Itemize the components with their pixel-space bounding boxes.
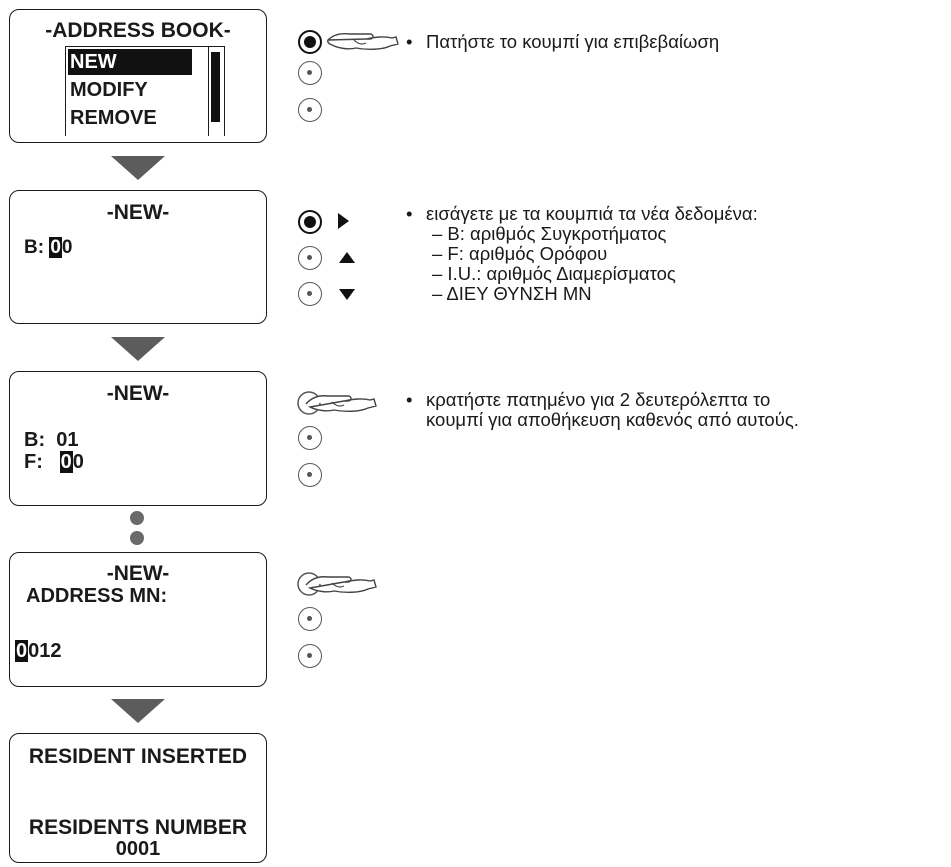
lcd-screen-new-address: -NEW- ADDRESS MN: 0012 (9, 552, 267, 687)
instruction-item-iu: – I.U.: αριθμός Διαμερίσματος (432, 263, 676, 284)
b-field: B: 01 (24, 429, 78, 452)
button-icon[interactable] (298, 644, 322, 668)
instruction-step-3: • κρατήστε πατημένο για 2 δευτερόλεπτα τ… (406, 389, 799, 430)
triangle-right-icon (338, 213, 349, 229)
b-digit: 0 (61, 237, 73, 258)
button-icon[interactable] (298, 607, 322, 631)
instruction-item-address: – ΔΙΕΥ ΘΥΝΣΗ MN (432, 283, 592, 304)
lcd-screen-resident-inserted: RESIDENT INSERTED RESIDENTS NUMBER 0001 (9, 733, 267, 863)
pointing-hand-icon (327, 32, 399, 51)
screen-title: -ADDRESS BOOK- (45, 19, 231, 42)
f-digit: 0 (72, 451, 84, 473)
button-icon[interactable] (298, 98, 322, 122)
instruction-intro: εισάγετε με τα κουμπιά τα νέα δεδομένα: (426, 203, 758, 224)
residents-number-label: RESIDENTS NUMBER (28, 816, 248, 839)
b-field: B: 00 (24, 237, 73, 259)
lcd-screen-new-bf: -NEW- B: 01 F: 00 (9, 371, 267, 506)
instruction-text: Πατήστε το κουμπί για επιβεβαίωση (426, 31, 720, 52)
arrow-down-icon (111, 156, 165, 180)
triangle-down-icon (339, 289, 355, 300)
button-icon[interactable] (298, 246, 322, 270)
triangle-up-icon (339, 252, 355, 263)
scrollbar-thumb (211, 52, 220, 122)
instruction-step-1: • Πατήστε το κουμπί για επιβεβαίωση (406, 31, 720, 52)
continuation-dot (130, 511, 144, 525)
bullet-icon: • (406, 31, 413, 52)
bullet-icon: • (406, 203, 413, 224)
menu-item-modify[interactable]: MODIFY (70, 79, 148, 101)
f-label: F: (24, 451, 43, 473)
address-label: ADDRESS MN: (26, 585, 168, 607)
screen-title: -NEW- (106, 201, 170, 224)
arrow-down-icon (111, 699, 165, 723)
menu-item-new[interactable]: NEW (68, 49, 192, 75)
screen-title: -NEW- (106, 562, 170, 585)
continuation-dot (130, 531, 144, 545)
pressed-button-icon[interactable] (298, 210, 322, 234)
screen-title: -NEW- (106, 382, 170, 405)
scrollbar-track (208, 47, 209, 136)
pressed-button-icon[interactable] (298, 30, 322, 54)
button-icon[interactable] (298, 426, 322, 450)
instruction-item-f: – F: αριθμός Ορόφου (432, 243, 608, 264)
instruction-line-2: κουμπί για αποθήκευση καθενός από αυτούς… (426, 409, 799, 430)
b-label: B: (24, 429, 46, 451)
button-icon[interactable] (298, 61, 322, 85)
cursor-digit: 0 (49, 237, 62, 258)
b-value: 01 (56, 429, 79, 451)
button-icon[interactable] (298, 282, 322, 306)
menu-item-remove[interactable]: REMOVE (70, 107, 157, 129)
button-icon[interactable] (298, 463, 322, 487)
instruction-line-1: κρατήστε πατημένο για 2 δευτερόλεπτα το (426, 389, 771, 410)
lcd-screen-new-b: -NEW- B: 00 (9, 190, 267, 324)
b-label: B: (24, 237, 45, 258)
pointing-hand-icon (297, 572, 377, 596)
residents-number-value: 0001 (115, 838, 161, 860)
instruction-item-b: – B: αριθμός Συγκροτήματος (432, 223, 667, 244)
address-field: 0012 (15, 640, 62, 663)
bullet-icon: • (406, 389, 413, 410)
arrow-down-icon (111, 337, 165, 361)
address-value: 012 (28, 640, 62, 662)
resident-inserted-text: RESIDENT INSERTED (28, 745, 248, 768)
lcd-screen-address-book: -ADDRESS BOOK- NEW MODIFY REMOVE (9, 9, 267, 143)
pointing-hand-icon (297, 391, 377, 415)
f-field: F: 00 (24, 451, 84, 474)
instruction-step-2: • εισάγετε με τα κουμπιά τα νέα δεδομένα… (406, 203, 758, 304)
cursor-digit: 0 (59, 451, 73, 473)
menu-list: NEW MODIFY REMOVE (65, 46, 225, 136)
cursor-digit: 0 (15, 640, 29, 662)
